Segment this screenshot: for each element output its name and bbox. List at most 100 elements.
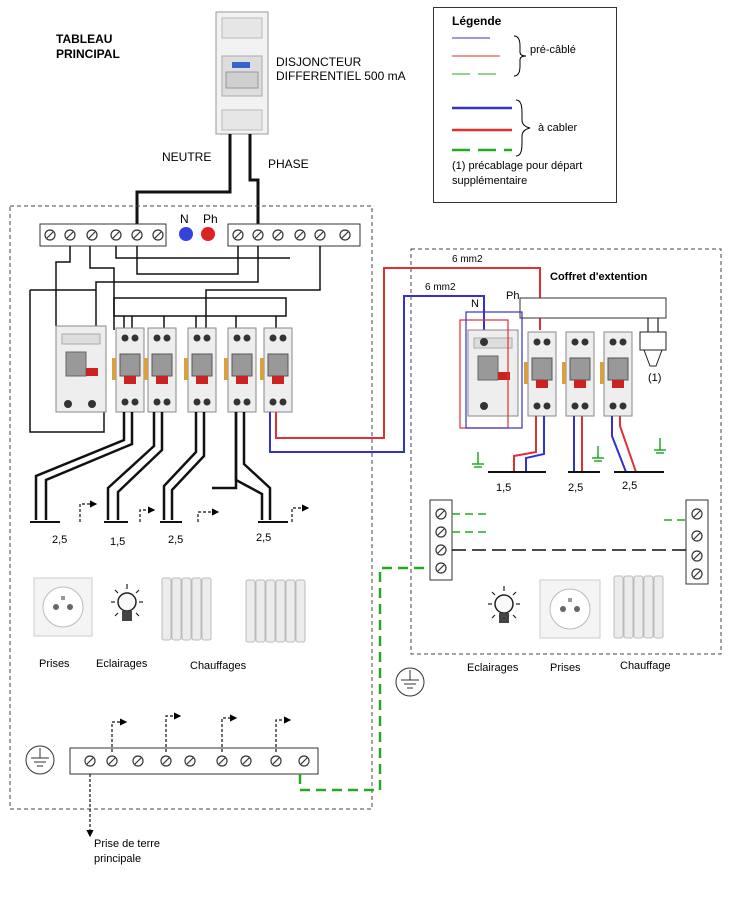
bulb-icon [488,586,520,623]
sub-load-label: Chauffage [620,660,671,672]
radiator-icon [161,577,212,641]
screw-icon [339,229,351,241]
sub-outgoing-wires [513,416,637,473]
screw-icon [64,229,76,241]
sub-right-terminal-block [685,499,709,585]
circuit-breaker-icon [224,327,257,413]
sub-n-label: N [471,298,479,310]
cable-blue-label: 6 mm2 [425,282,456,293]
legend-lines [452,35,531,157]
bulb-icon [111,584,143,621]
spare-label: (1) [648,372,662,384]
screw-icon [435,508,447,520]
circuit-breaker-icon [524,331,557,417]
screw-icon [691,550,703,562]
screw-icon [252,229,264,241]
screw-icon [110,229,122,241]
outgoing-terminals [30,500,310,523]
sub-screws [435,508,703,580]
section-label: 2,5 [52,534,68,546]
sub-panel-bus [519,297,667,319]
screw-icon [131,229,143,241]
screw-icon [184,755,196,767]
circuit-breaker-icon [562,331,595,417]
legend-title: Légende [452,14,502,28]
neutral-label: NEUTRE [162,150,212,164]
phase-bus [227,223,361,247]
circuit-breaker-icon [260,327,293,413]
main-panel-title: PRINCIPAL [56,47,120,61]
legend-precabled: pré-câblé [530,44,576,56]
bus-ph-label: Ph [203,212,218,226]
cable-red-label: 6 mm2 [452,254,483,265]
spare-device-icon [639,318,667,367]
circuit-breaker-icon [112,327,145,413]
earth-screws [84,755,310,767]
screw-icon [240,755,252,767]
main-breaker-label: DIFFERENTIEL 500 mA [276,69,406,83]
socket-icon [33,577,93,637]
sub-section-label: 1,5 [496,482,512,494]
screw-icon [152,229,164,241]
main-breaker [215,11,269,135]
circuit-breaker-icon [184,327,217,413]
screw-icon [435,562,447,574]
screw-icon [216,755,228,767]
earth-link-cable [298,566,442,792]
screw-icon [314,229,326,241]
main-breakers [112,327,293,413]
distribution-wires [29,246,321,433]
circuit-breaker-icon [600,331,633,417]
screw-icon [160,755,172,767]
screw-icon [44,229,56,241]
load-label: Chauffages [190,660,247,672]
bus-screws [44,229,351,241]
phase-indicator [201,227,215,241]
sub-panel-frame [410,248,722,655]
feed-cables [269,267,541,453]
sub-breakers [524,331,633,417]
sub-earth-symbols [472,438,666,468]
screw-icon [435,544,447,556]
screw-icon [272,229,284,241]
sub-load-label: Prises [550,662,581,674]
earth-rod-label: Prise de terre [94,838,161,850]
legend-to-wire: à cabler [538,122,578,134]
sub-rcd [459,311,523,429]
phase-label: PHASE [268,157,309,171]
sub-section-label: 2,5 [622,480,638,492]
main-panel-frame [9,205,373,810]
earth-symbol-icon [395,667,425,697]
section-label: 2,5 [256,532,272,544]
sub-panel-title: Coffret d'extention [550,271,648,283]
screw-icon [691,508,703,520]
screw-icon [435,526,447,538]
section-label: 2,5 [168,534,184,546]
earth-symbol-icon [25,745,55,775]
sub-section-label: 2,5 [568,482,584,494]
screw-icon [691,530,703,542]
neutral-indicator [179,227,193,241]
load-label: Prises [39,658,70,670]
screw-icon [132,755,144,767]
earth-departures [86,712,292,838]
screw-icon [106,755,118,767]
supply-wires [135,134,260,232]
screw-icon [691,568,703,580]
socket-icon [539,579,601,639]
outgoing-cables [34,412,272,520]
screw-icon [84,755,96,767]
legend-note: (1) précablage pour départ [452,160,583,172]
screw-icon [270,755,282,767]
main-breaker-label: DISJONCTEUR [276,55,362,69]
legend-note: supplémentaire [452,175,528,187]
sub-ph-label: Ph [506,290,520,302]
main-rcd [55,325,107,413]
load-label: Eclairages [96,658,148,670]
sub-load-label: Eclairages [467,662,519,674]
screw-icon [294,229,306,241]
radiator-icon [613,575,664,639]
screw-icon [232,229,244,241]
main-panel-title: TABLEAU [56,32,113,46]
